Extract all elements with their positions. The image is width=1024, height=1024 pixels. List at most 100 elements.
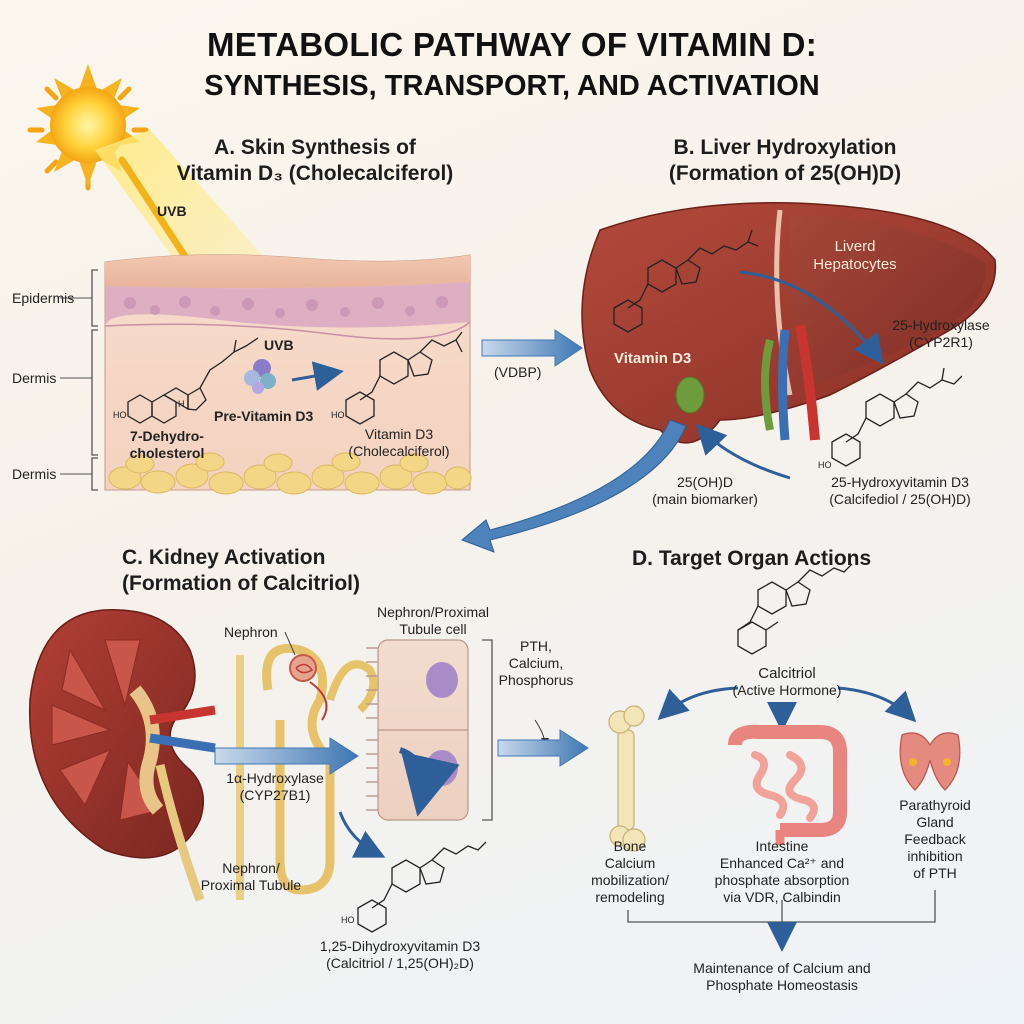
- arrow-into-kidney: [214, 737, 359, 775]
- section-c-title-line1: C. Kidney Activation: [122, 546, 326, 569]
- calcitriol-hormone-label: Calcitriol (Active Hormone): [712, 665, 862, 699]
- intestine-icon: [728, 724, 847, 845]
- nephron-label: Nephron: [224, 624, 278, 640]
- calcitriol-product-line2: (Calcitriol / 1,25(OH)₂D): [326, 955, 474, 971]
- parathyroid-desc-line2: inhibition: [907, 848, 963, 864]
- uvb-label: UVB: [157, 203, 187, 219]
- h-label-1: H: [178, 399, 185, 409]
- section-c-title-line2: (Formation of Calcitriol): [122, 572, 360, 595]
- bone-icon: [608, 705, 646, 852]
- tubule-cell-illustration: [366, 639, 469, 821]
- section-b-title-line2: (Formation of 25(OH)D): [668, 162, 902, 185]
- hydroxylase-line2: (CYP2R1): [909, 334, 973, 350]
- proximal-tubule-line2: Proximal Tubule: [200, 877, 302, 893]
- intestine-name: Intestine: [755, 838, 809, 854]
- intestine-line2: phosphate absorption: [714, 872, 850, 888]
- bone-line3: remodeling: [595, 889, 665, 905]
- kidney-illustration: [28, 609, 216, 902]
- uvb-label-mid: UVB: [264, 337, 294, 353]
- calcitriol-structure-kidney: [357, 841, 487, 933]
- regulators-label: PTH, Calcium, Phosphorus: [486, 638, 586, 689]
- hydroxylase-label: 25-Hydroxylase (CYP2R1): [866, 317, 1016, 351]
- calcifediol-line2: (Calcifediol / 25(OH)D): [829, 491, 971, 507]
- section-a-title: A. Skin Synthesis of Vitamin D₃ (Choleca…: [150, 135, 480, 187]
- layer-dermis-label: Dermis: [12, 370, 57, 386]
- previtamin-d3-label: Pre-Vitamin D3: [214, 408, 314, 424]
- vitamin-d3-line1: Vitamin D3: [364, 426, 434, 442]
- homeostasis-label: Maintenance of Calcium and Phosphate Hom…: [612, 960, 952, 994]
- tubule-cell-label: Nephron/Proximal Tubule cell: [358, 604, 508, 638]
- title-line-2: SYNTHESIS, TRANSPORT, AND ACTIVATION: [204, 70, 820, 102]
- ho-label-1: HO: [113, 410, 127, 420]
- calcitriol-hormone-line2: (Active Hormone): [732, 682, 842, 698]
- parathyroid-icon: [899, 732, 961, 791]
- layer-epidermis-label: Epidermis: [12, 290, 75, 306]
- title-line-1: METABOLIC PATHWAY OF VITAMIN D:: [206, 26, 817, 63]
- arrow-skin-to-liver: [481, 329, 583, 367]
- intestine-label: Intestine Enhanced Ca²⁺ and phosphate ab…: [692, 838, 872, 906]
- hepatocytes-label: Liverd Hepatocytes: [800, 238, 910, 274]
- dehydrocholesterol-structure: [127, 337, 259, 424]
- vdbp-label: (VDBP): [494, 364, 542, 380]
- vitamin-d3-label: Vitamin D3 (Cholecalciferol): [334, 426, 464, 460]
- arrow-kidney-to-targets: [497, 729, 589, 767]
- section-b-title: B. Liver Hydroxylation (Formation of 25(…: [620, 135, 950, 187]
- parathyroid-desc-line3: of PTH: [913, 865, 957, 881]
- regulators-line1: PTH,: [520, 638, 552, 654]
- vitamin-d3-line2: (Cholecalciferol): [348, 443, 450, 459]
- calcifediol-label: 25-Hydroxyvitamin D3 (Calcifediol / 25(O…: [800, 474, 1000, 508]
- hydroxyvitamin-d3-structure: [831, 367, 963, 467]
- hepatocytes-line1: Liverd: [834, 238, 876, 255]
- previtamin-d3-molecule: [244, 359, 276, 394]
- nephron-illustration: [236, 644, 378, 900]
- homeostasis-line2: Phosphate Homeostasis: [706, 977, 858, 993]
- intestine-line1: Enhanced Ca²⁺ and: [719, 855, 845, 871]
- parathyroid-line1: Parathyroid: [899, 797, 971, 813]
- intestine-line3: via VDR, Calbindin: [723, 889, 841, 905]
- section-d-title: D. Target Organ Actions: [632, 547, 872, 570]
- regulators-line3: Phosphorus: [498, 672, 574, 688]
- parathyroid-desc-line1: Feedback: [904, 831, 966, 847]
- proximal-tubule-label: Nephron/ Proximal Tubule: [186, 860, 316, 894]
- hydroxylase-line1: 25-Hydroxylase: [892, 317, 990, 333]
- tubule-cell-line1: Nephron/Proximal: [376, 604, 490, 620]
- layer-dermis-label-2: Dermis: [12, 466, 57, 482]
- arrow-liver-to-kidney: [461, 419, 687, 553]
- liver-illustration: [581, 202, 997, 444]
- bone-label: Bone Calcium mobilization/ remodeling: [580, 838, 680, 906]
- hepatocytes-line2: Hepatocytes: [813, 256, 897, 273]
- dehydrocholesterol-line1: 7-Dehydro-: [130, 428, 204, 444]
- liver-vitamin-d3-structure: [613, 229, 759, 333]
- proximal-tubule-line1: Nephron/: [222, 860, 280, 876]
- homeostasis-line1: Maintenance of Calcium and: [693, 960, 871, 976]
- calcitriol-product-label: 1,25-Dihydroxyvitamin D3 (Calcitriol / 1…: [270, 938, 530, 972]
- bone-line2: mobilization/: [591, 872, 669, 888]
- section-a-title-line2: Vitamin D₃ (Cholecalciferol): [176, 162, 454, 185]
- biomarker-label: 25(OH)D (main biomarker): [630, 474, 780, 508]
- ho-label-2: HO: [331, 410, 345, 420]
- dehydrocholesterol-line2: cholesterol: [129, 445, 205, 461]
- biomarker-line2: (main biomarker): [652, 491, 758, 507]
- page-title: METABOLIC PATHWAY OF VITAMIN D: SYNTHESI…: [0, 26, 1024, 103]
- section-c-title: C. Kidney Activation (Formation of Calci…: [122, 545, 360, 597]
- bone-name: Bone: [613, 838, 647, 854]
- calcitriol-product-line1: 1,25-Dihydroxyvitamin D3: [319, 938, 481, 954]
- ho-label-4: HO: [341, 915, 355, 925]
- biomarker-line1: 25(OH)D: [676, 474, 733, 490]
- parathyroid-line2: Gland: [916, 814, 954, 830]
- calcitriol-structure-top: [737, 563, 853, 655]
- bone-line1: Calcium: [604, 855, 656, 871]
- ho-label-3: HO: [818, 460, 832, 470]
- dehydrocholesterol-label: 7-Dehydro- cholesterol: [112, 428, 222, 462]
- tubule-cell-line2: Tubule cell: [399, 621, 467, 637]
- calcifediol-line1: 25-Hydroxyvitamin D3: [831, 474, 969, 490]
- alpha-hydroxylase-line1: 1α-Hydroxylase: [226, 770, 324, 786]
- regulators-line2: Calcium,: [508, 655, 564, 671]
- skin-cross-section: [60, 254, 472, 495]
- alpha-hydroxylase-label: 1α-Hydroxylase (CYP27B1): [205, 770, 345, 804]
- vitamin-d3-structure: [345, 331, 463, 425]
- calcitriol-hormone-line1: Calcitriol: [758, 665, 816, 682]
- alpha-hydroxylase-line2: (CYP27B1): [239, 787, 311, 803]
- parathyroid-label: Parathyroid Gland Feedback inhibition of…: [870, 797, 1000, 882]
